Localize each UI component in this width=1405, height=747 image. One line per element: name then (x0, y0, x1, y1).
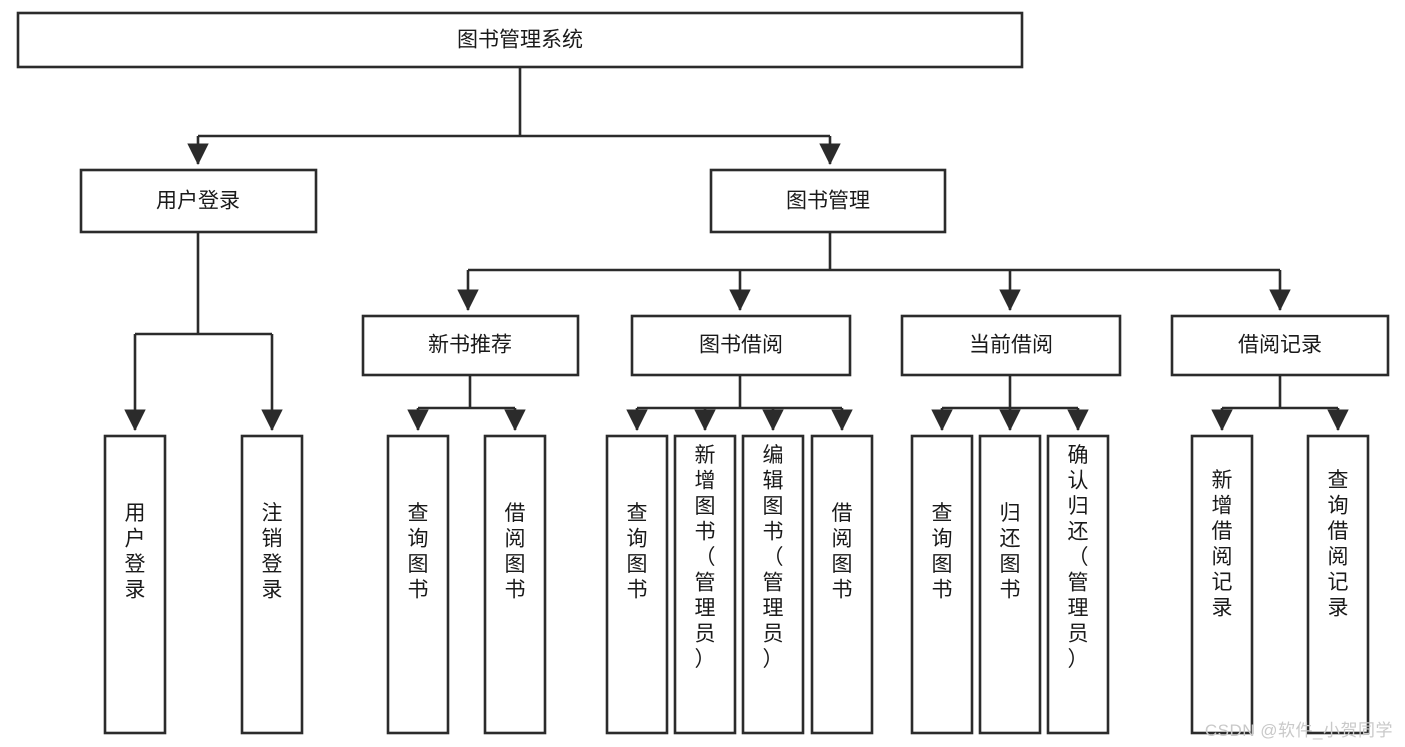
node-leaf-logout-login[interactable]: 注销登录 (240, 434, 304, 735)
node-root[interactable]: 图书管理系统 (16, 11, 1024, 69)
node-leaf-query-book-3[interactable]: 查询图书 (910, 434, 974, 735)
connector-group-user-login (124, 232, 283, 431)
node-current-borrow[interactable]: 当前借阅 (900, 314, 1122, 377)
node-leaf-user-login-label: 用户登录 (125, 502, 146, 602)
node-leaf-borrow-book-1-label: 借阅图书 (505, 502, 526, 602)
node-new-book-recommend[interactable]: 新书推荐 (361, 314, 580, 377)
node-leaf-borrow-book-2-box[interactable] (810, 434, 874, 735)
node-borrow-record-label: 借阅记录 (1238, 334, 1322, 357)
node-leaf-query-book-1-label: 查询图书 (408, 502, 429, 602)
connector-group-new-book-recommend (407, 375, 526, 431)
node-leaf-return-book-label: 归还图书 (1000, 502, 1021, 602)
node-current-borrow-box[interactable] (900, 314, 1122, 377)
node-leaf-return-book-box[interactable] (978, 434, 1042, 735)
node-book-borrow[interactable]: 图书借阅 (630, 314, 852, 377)
node-leaf-borrow-book-2-label: 借阅图书 (832, 502, 853, 602)
node-book-manage-box[interactable] (709, 168, 947, 234)
node-user-login-label: 用户登录 (156, 190, 240, 213)
node-book-manage-label: 图书管理 (786, 190, 870, 213)
node-leaf-add-record[interactable]: 新增借阅记录 (1190, 434, 1254, 735)
node-leaf-user-login-box[interactable] (103, 434, 167, 735)
node-leaf-confirm-return-label: 确认归还（管理员） (1068, 444, 1089, 671)
node-leaf-query-record-box[interactable] (1306, 434, 1370, 735)
node-leaf-return-book[interactable]: 归还图书 (978, 434, 1042, 735)
node-leaf-logout-login-label: 注销登录 (262, 502, 283, 602)
node-leaf-add-book-box[interactable] (673, 434, 737, 735)
connector-group-book-manage (457, 232, 1291, 311)
node-book-manage[interactable]: 图书管理 (709, 168, 947, 234)
node-borrow-record-box[interactable] (1170, 314, 1390, 377)
node-leaf-add-record-label: 新增借阅记录 (1212, 469, 1233, 620)
node-leaf-borrow-book-2[interactable]: 借阅图书 (810, 434, 874, 735)
node-leaf-borrow-book-1[interactable]: 借阅图书 (483, 434, 547, 735)
node-new-book-recommend-box[interactable] (361, 314, 580, 377)
node-leaf-edit-book-label: 编辑图书（管理员） (763, 444, 784, 671)
csdn-watermark: CSDN @软件_小贺同学 (1204, 721, 1393, 740)
node-leaf-query-book-3-box[interactable] (910, 434, 974, 735)
node-leaf-user-login[interactable]: 用户登录 (103, 434, 167, 735)
node-leaf-query-book-1-box[interactable] (386, 434, 450, 735)
node-leaf-query-record[interactable]: 查询借阅记录 (1306, 434, 1370, 735)
node-leaf-edit-book[interactable]: 编辑图书（管理员） (741, 434, 805, 735)
node-leaf-query-book-2-label: 查询图书 (627, 502, 648, 602)
node-user-login-box[interactable] (79, 168, 318, 234)
node-root-label: 图书管理系统 (457, 29, 583, 52)
node-leaf-confirm-return[interactable]: 确认归还（管理员） (1046, 434, 1110, 735)
node-leaf-borrow-book-1-box[interactable] (483, 434, 547, 735)
node-leaf-query-book-2[interactable]: 查询图书 (605, 434, 669, 735)
node-leaf-add-book[interactable]: 新增图书（管理员） (673, 434, 737, 735)
node-leaf-edit-book-box[interactable] (741, 434, 805, 735)
node-leaf-logout-login-box[interactable] (240, 434, 304, 735)
node-current-borrow-label: 当前借阅 (969, 334, 1053, 357)
connector-group-book-borrow (626, 375, 853, 431)
node-leaf-query-record-label: 查询借阅记录 (1328, 469, 1349, 620)
connector-group-root (187, 67, 841, 165)
node-leaf-query-book-3-label: 查询图书 (932, 502, 953, 602)
connector-group-current-borrow (931, 375, 1089, 431)
node-book-borrow-box[interactable] (630, 314, 852, 377)
node-leaf-add-record-box[interactable] (1190, 434, 1254, 735)
node-leaf-add-book-label: 新增图书（管理员） (695, 444, 716, 671)
node-borrow-record[interactable]: 借阅记录 (1170, 314, 1390, 377)
node-root-box[interactable] (16, 11, 1024, 69)
node-leaf-query-book-1[interactable]: 查询图书 (386, 434, 450, 735)
node-new-book-recommend-label: 新书推荐 (428, 334, 512, 357)
node-leaf-query-book-2-box[interactable] (605, 434, 669, 735)
connector-group-borrow-record (1211, 375, 1349, 431)
node-leaf-confirm-return-box[interactable] (1046, 434, 1110, 735)
node-user-login[interactable]: 用户登录 (79, 168, 318, 234)
node-book-borrow-label: 图书借阅 (699, 334, 783, 357)
